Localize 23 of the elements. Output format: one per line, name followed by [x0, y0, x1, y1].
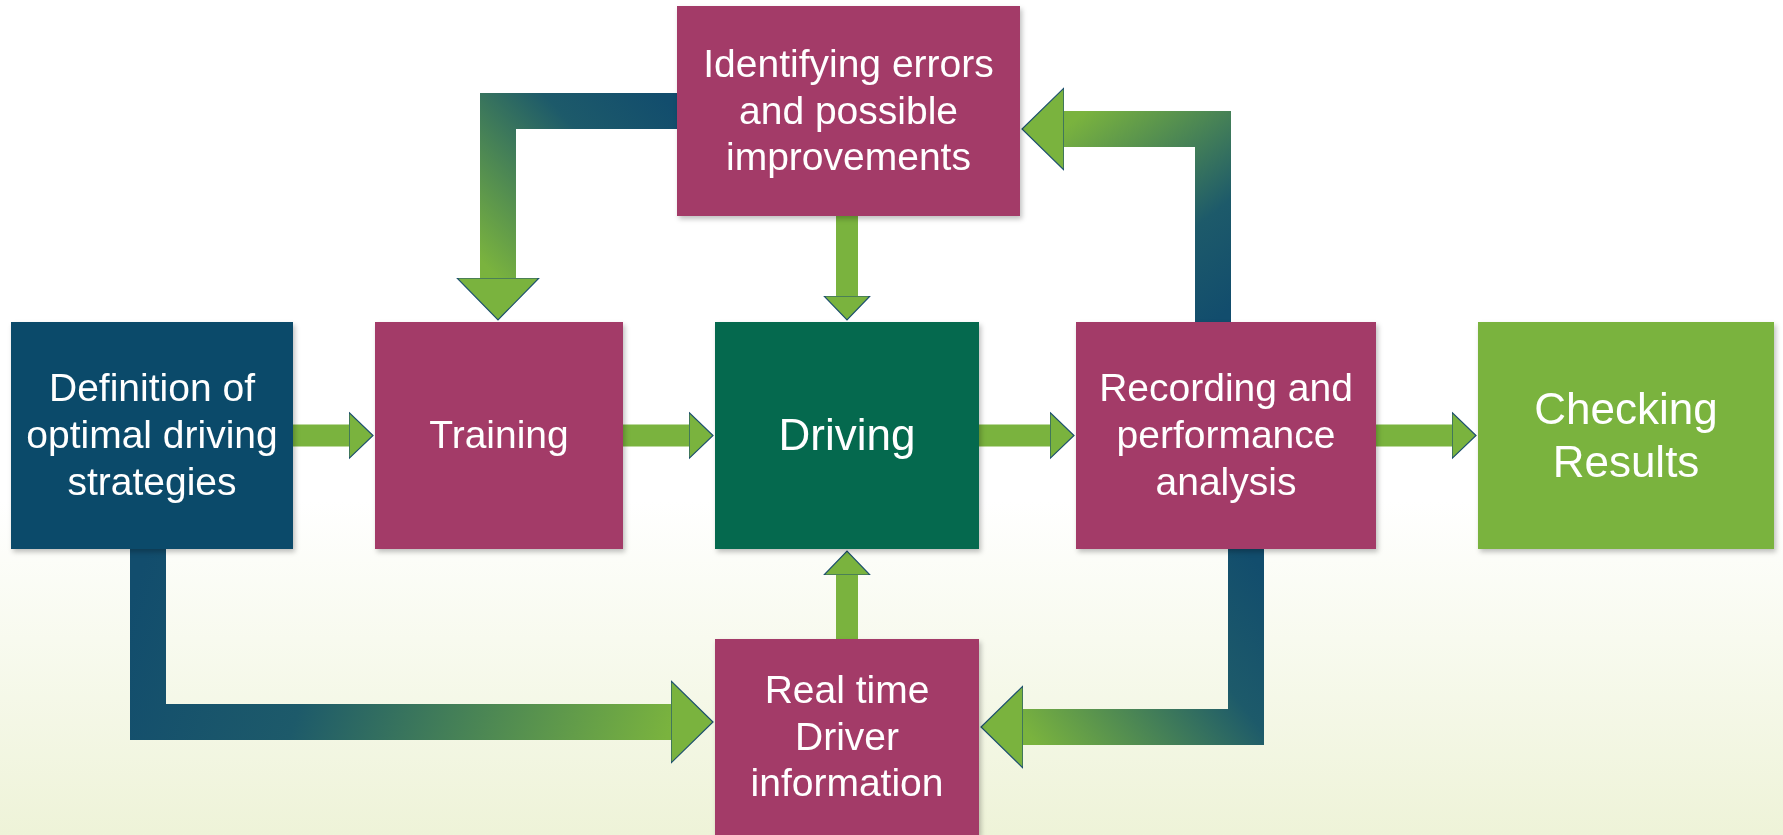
process-box [715, 322, 979, 549]
box-label: Training [429, 412, 569, 459]
box-label: Driving [778, 409, 916, 462]
arrow [980, 549, 1264, 769]
process-box [11, 322, 293, 549]
process-box [1076, 322, 1376, 549]
arrow [130, 549, 714, 764]
box-label: Identifying errors and possible improvements [702, 40, 995, 181]
box-label: Real time Driver information [749, 666, 945, 807]
arrow [823, 550, 871, 639]
process-box [1478, 322, 1774, 549]
arrow [456, 93, 677, 321]
process-box [715, 639, 979, 835]
arrow [823, 216, 871, 321]
box-label: Checking Results [1533, 382, 1719, 488]
arrow [1376, 411, 1477, 460]
box-label: Definition of optimal driving strategies [25, 365, 279, 505]
box-label: Recording and performance analysis [1098, 365, 1354, 505]
process-box [375, 322, 623, 549]
arrow [623, 411, 714, 460]
process-box [677, 6, 1020, 216]
arrow [293, 411, 374, 460]
arrow [979, 411, 1075, 460]
